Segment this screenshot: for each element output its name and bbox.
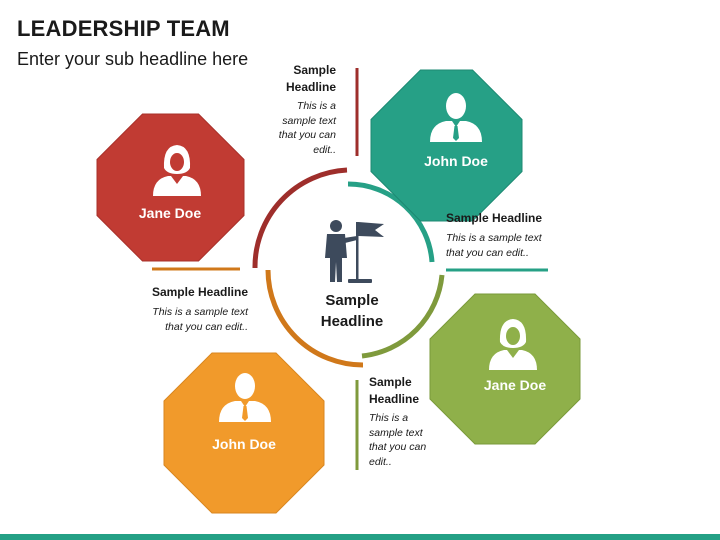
octagon-john-doe-bottom (164, 353, 324, 513)
page-title: LEADERSHIP TEAM (17, 16, 230, 41)
businessman-icon (430, 93, 482, 142)
person-with-flag-icon (325, 220, 384, 283)
businessman-icon (219, 373, 271, 422)
octagon-john-doe-top (371, 70, 522, 221)
text-block-headline: Sample Headline (151, 285, 248, 299)
ring-arc-top-left (252, 167, 348, 269)
text-block-headline: Sample Headline (446, 211, 543, 225)
center-headline: Sample Headline (302, 290, 402, 332)
text-block-top: Sample Headline This is a sample text th… (250, 62, 336, 157)
businesswoman-icon (153, 145, 201, 196)
text-block-body: This is a sample text that you can edit.… (369, 412, 427, 468)
member-name-left: Jane Doe (138, 205, 202, 221)
text-block-right: Sample Headline This is a sample text th… (446, 210, 556, 260)
ring-arc-bottom-left (265, 269, 364, 368)
footer-bar (0, 534, 720, 540)
text-block-body: This is a sample text that you can edit.… (152, 306, 248, 333)
center-headline-text: Sample Headline (320, 292, 384, 330)
member-name-right: Jane Doe (483, 377, 547, 393)
text-block-bottom: Sample Headline This is a sample text th… (369, 374, 449, 469)
text-block-headline: Sample Headline (369, 375, 420, 406)
member-name-bottom: John Doe (212, 436, 276, 452)
businesswoman-icon (489, 319, 537, 370)
ring-arc-bottom-right (361, 274, 445, 359)
text-block-body: This is a sample text that you can edit.… (446, 232, 542, 259)
text-block-left: Sample Headline This is a sample text th… (130, 284, 248, 334)
text-block-body: This is a sample text that you can edit.… (278, 100, 336, 156)
member-name-top: John Doe (424, 153, 488, 169)
octagon-border-left (96, 113, 245, 262)
octagon-border-bottom (163, 352, 325, 514)
octagon-border-right (429, 293, 581, 445)
page-subtitle: Enter your sub headline here (17, 49, 249, 69)
octagon-border-top (370, 69, 523, 222)
text-block-headline: Sample Headline (285, 63, 336, 94)
